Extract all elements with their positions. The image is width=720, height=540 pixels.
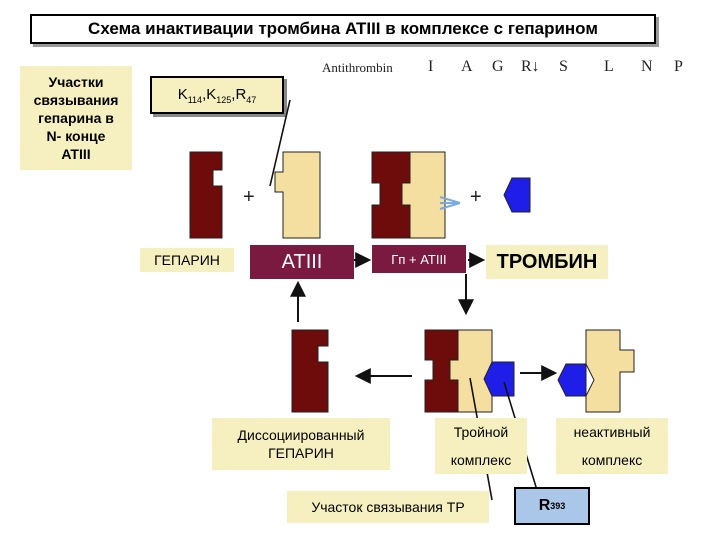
ternary-complex-label: Тройной комплекс xyxy=(435,418,527,474)
dissociated-heparin-label: Диссоциированный ГЕПАРИН xyxy=(212,418,390,470)
binding-residues-label: K114, K125, R47 xyxy=(150,76,284,114)
atiii-label: ATIII xyxy=(250,245,354,279)
sequence-residue: L xyxy=(604,58,614,75)
ternary-atiii xyxy=(449,329,493,413)
residue-k125: K125, xyxy=(206,85,236,105)
plus-sign: + xyxy=(243,186,255,208)
heparin-molecule xyxy=(189,151,223,239)
heparin-label: ГЕПАРИН xyxy=(140,248,234,272)
atiii-molecule xyxy=(274,151,321,239)
sequence-residue: G xyxy=(492,58,504,75)
plus-sign: + xyxy=(470,186,482,208)
sequence-residue: A xyxy=(461,58,473,75)
inactive-atiii xyxy=(585,329,635,413)
heparin-binding-sites-note: Участки связывания гепарина в N- конце A… xyxy=(20,66,132,170)
sequence-residue: I xyxy=(428,58,434,75)
residue-k114: K114, xyxy=(177,85,207,105)
thrombin-binding-site-label: Участок связывания ТР xyxy=(287,491,489,523)
sequence-residue: S xyxy=(559,58,568,75)
atiii-in-complex xyxy=(401,151,446,239)
thrombin-molecule xyxy=(503,177,531,213)
sequence-residue: N xyxy=(641,58,653,75)
residues-pointer-line xyxy=(269,99,291,187)
inactive-complex-label: неактивный комплекс xyxy=(556,418,668,474)
residue-r47: R47 xyxy=(235,85,257,105)
sequence-residue: P xyxy=(674,58,683,75)
inactive-thrombin xyxy=(557,363,587,397)
dissociated-heparin xyxy=(291,329,329,413)
heparin-atiii-label: Гп + ATIII xyxy=(372,245,466,273)
thrombin-label: ТРОМБИН xyxy=(486,245,608,279)
sequence-cleavage-residue: R↓ xyxy=(521,58,540,75)
reactive-loop-lines xyxy=(439,196,461,210)
sequence-label: Antithrombin xyxy=(322,60,393,75)
diagram-title: Схема инактивации тромбина ATIII в компл… xyxy=(30,14,656,44)
